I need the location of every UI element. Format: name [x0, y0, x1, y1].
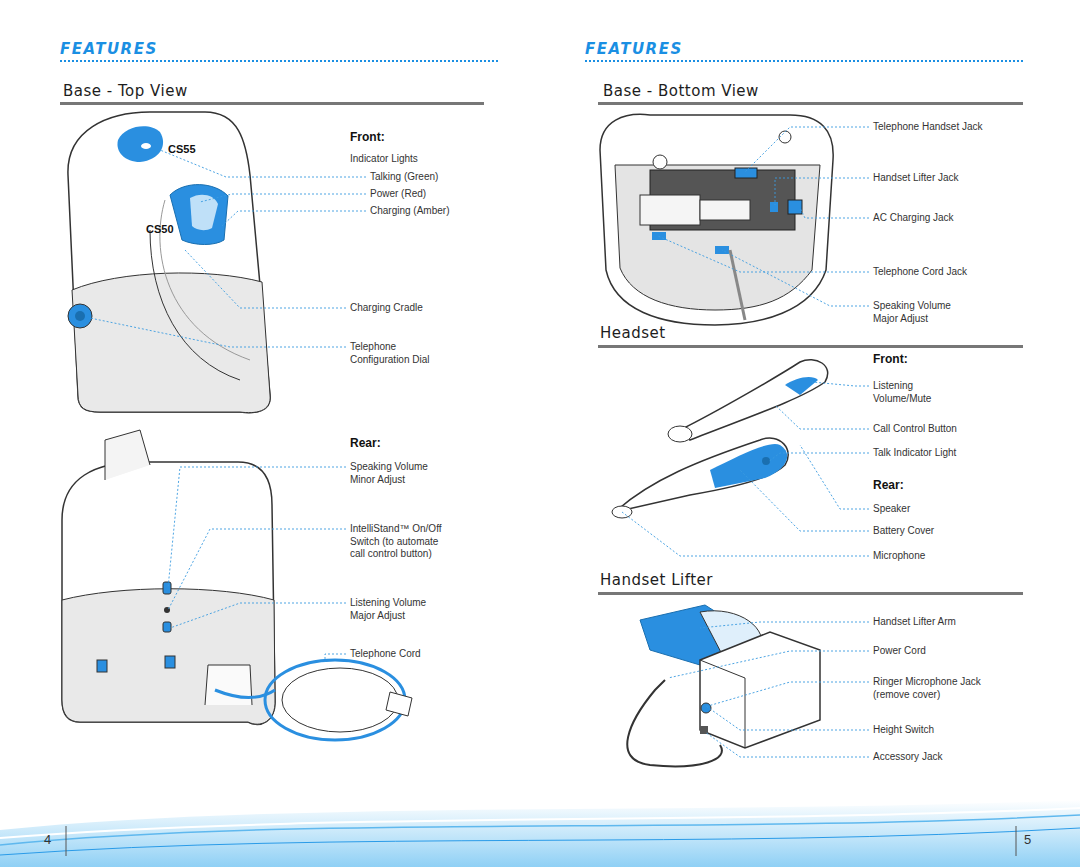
section-rule: [598, 102, 1023, 105]
page-heading: FEATURES: [585, 40, 683, 59]
part-label: Talk Indicator Light: [873, 447, 956, 460]
part-label: Height Switch: [873, 724, 934, 737]
page-bar: [1016, 826, 1017, 856]
part-label: Power Cord: [873, 645, 926, 658]
part-label: Speaker: [873, 503, 910, 516]
part-label: Speaking Volume Major Adjust: [873, 300, 973, 325]
section-heading: Headset: [600, 324, 666, 343]
section-rule: [60, 102, 484, 105]
part-label: Speaking Volume Minor Adjust: [350, 461, 450, 486]
part-label: Call Control Button: [873, 423, 957, 436]
part-label: Handset Lifter Jack: [873, 172, 959, 185]
model-label: CS55: [168, 143, 196, 157]
model-label: CS50: [146, 223, 174, 237]
dotted-rule: [585, 60, 1025, 62]
section-heading: Handset Lifter: [600, 571, 713, 590]
headset: [612, 360, 828, 518]
section-rule: [598, 592, 1023, 595]
base-bottom: [600, 114, 833, 325]
part-label: Charging (Amber): [370, 205, 449, 218]
part-label: Power (Red): [370, 188, 426, 201]
base-rear: [62, 430, 275, 724]
part-label: Telephone Configuration Dial: [350, 341, 455, 366]
section-heading: Base - Bottom View: [603, 82, 759, 101]
part-label: Microphone: [873, 550, 925, 563]
page-bar: [66, 826, 67, 856]
leader-lines: [90, 127, 869, 757]
page-heading: FEATURES: [60, 40, 158, 59]
base-front: [68, 112, 270, 413]
part-label: Ringer Microphone Jack (remove cover): [873, 676, 985, 701]
part-label: Telephone Cord Jack: [873, 266, 967, 279]
part-label: Listening Volume/Mute: [873, 380, 948, 405]
part-label: Charging Cradle: [350, 302, 423, 315]
view-label: Rear:: [873, 478, 904, 493]
wave-band: [0, 800, 1080, 867]
part-label: Listening Volume Major Adjust: [350, 597, 450, 622]
part-label: Telephone Cord: [350, 648, 421, 661]
part-label: Indicator Lights: [350, 153, 418, 166]
dotted-rule: [60, 60, 500, 62]
view-label: Front:: [873, 352, 908, 367]
part-label: Telephone Handset Jack: [873, 121, 983, 134]
part-label: Battery Cover: [873, 525, 934, 538]
part-label: Talking (Green): [370, 171, 438, 184]
part-label: Handset Lifter Arm: [873, 616, 956, 629]
section-rule: [598, 345, 1023, 348]
view-label: Rear:: [350, 436, 381, 451]
page-number: 5: [1024, 832, 1031, 848]
part-label: IntelliStand™ On/Off Switch (to automate…: [350, 523, 450, 561]
handset-lifter: [627, 605, 820, 766]
telephone-cord: [215, 660, 412, 740]
view-label: Front:: [350, 130, 385, 145]
part-label: Accessory Jack: [873, 751, 942, 764]
section-heading: Base - Top View: [63, 82, 188, 101]
part-label: AC Charging Jack: [873, 212, 954, 225]
page-number: 4: [44, 832, 51, 848]
